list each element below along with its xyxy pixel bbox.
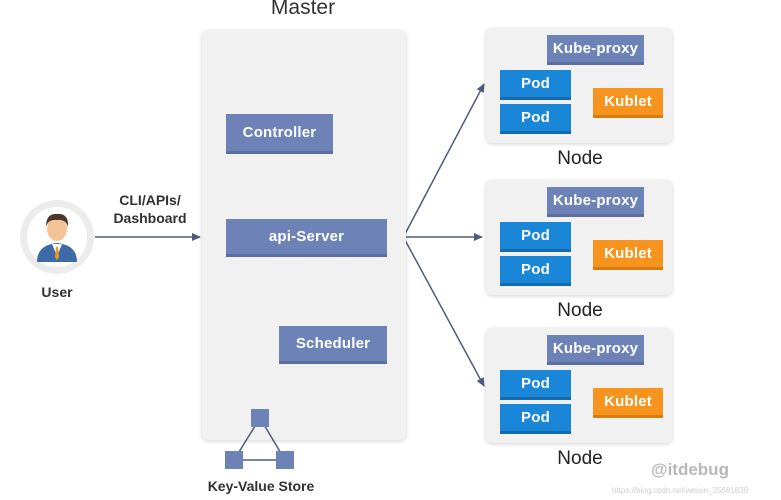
pod-box: Pod [500, 370, 571, 400]
node-label: Node [557, 148, 603, 169]
node-label: Node [557, 448, 603, 469]
pod-box: Pod [500, 256, 571, 286]
pod-box: Pod [500, 70, 571, 100]
watermark-text: @itdebug [651, 460, 729, 479]
kublet-box: Kublet [593, 388, 663, 418]
kube-proxy-box: Kube-proxy [547, 335, 644, 365]
controller-box: Controller [226, 114, 333, 154]
api-to-node3-arrow [404, 239, 485, 387]
node-label: Node [557, 300, 603, 321]
api-server-box: api-Server [226, 219, 387, 257]
api-to-node1-arrow [404, 83, 485, 235]
kv-store-label: Key-Value Store [207, 478, 315, 494]
connection-label-line1: CLI/APIs/ [119, 192, 181, 208]
scheduler-box: Scheduler [279, 326, 387, 364]
master-title: Master [270, 0, 336, 19]
user-label: User [41, 284, 73, 300]
pod-box: Pod [500, 404, 571, 434]
kube-proxy-box: Kube-proxy [547, 35, 644, 65]
kube-proxy-box: Kube-proxy [547, 187, 644, 217]
watermark-url: https://blog.csdn.net/weixin_35681839 [612, 486, 749, 495]
kublet-box: Kublet [593, 240, 663, 270]
connection-label-line2: Dashboard [113, 210, 187, 226]
pod-box: Pod [500, 222, 571, 252]
kublet-box: Kublet [593, 88, 663, 118]
pod-box: Pod [500, 104, 571, 134]
